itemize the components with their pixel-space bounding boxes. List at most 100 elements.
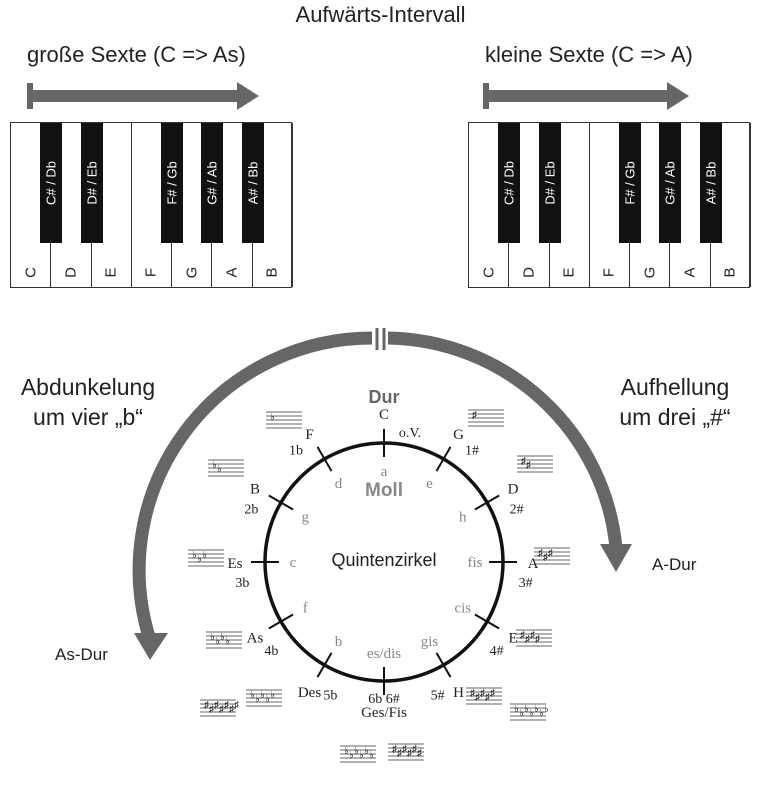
svg-text:♯: ♯ [234, 700, 239, 711]
svg-text:♯: ♯ [526, 460, 531, 471]
white-key-label: G [183, 266, 201, 279]
svg-text:♯: ♯ [521, 456, 526, 467]
svg-text:♯: ♯ [480, 688, 485, 699]
moll-key-label: e [426, 476, 433, 492]
black-key: A# / Bb [699, 123, 722, 243]
circle-tick [474, 494, 500, 511]
circle-tick [435, 652, 452, 678]
black-key: G# / Ab [659, 123, 682, 243]
svg-text:♭: ♭ [270, 690, 275, 701]
svg-text:♯: ♯ [490, 688, 495, 699]
white-key: B [711, 123, 751, 287]
circle-tick [268, 613, 294, 630]
svg-text:♯: ♯ [209, 704, 214, 715]
right-side-label: Aufhellung um drei „#“ [600, 372, 750, 432]
svg-text:♭: ♭ [519, 708, 524, 719]
white-key-label: A [681, 267, 699, 278]
brightening-arrowhead [600, 544, 632, 572]
white-key-label: D [520, 267, 538, 278]
black-key-label: G# / Ab [204, 161, 220, 205]
svg-text:♯: ♯ [525, 634, 530, 645]
right-side-line-1: Aufhellung [620, 374, 730, 400]
svg-text:♭: ♭ [255, 694, 260, 705]
dur-key-label: F [305, 427, 313, 443]
dur-key-label: Es [228, 556, 243, 572]
accidental-label: 1b [289, 443, 303, 458]
svg-text:♭: ♭ [359, 750, 364, 761]
svg-text:♯: ♯ [407, 748, 412, 759]
key-signature-staff: ♯♯♯ [534, 547, 570, 565]
moll-key-label: a [381, 464, 388, 480]
moll-key-label: f [303, 601, 308, 617]
black-key-label: C# / Db [43, 160, 59, 206]
accidental-label: 6b 6# [368, 692, 400, 707]
black-key: F# / Gb [619, 123, 642, 243]
left-side-label: Abdunkelung um vier „b“ [8, 372, 168, 432]
accidental-label: 2b [244, 502, 258, 517]
circle-tick [474, 613, 500, 630]
accidental-label: 3b [235, 576, 249, 591]
key-signature-staff: ♭♭♭♭ [206, 631, 242, 649]
dur-key-label: Des [298, 685, 321, 701]
svg-text:♯: ♯ [470, 688, 475, 699]
moll-key-label: gis [421, 634, 439, 650]
dur-label: Dur [369, 387, 400, 407]
svg-text:♭: ♭ [539, 708, 544, 719]
svg-text:♯: ♯ [219, 704, 224, 715]
svg-text:♭: ♭ [544, 704, 549, 715]
svg-text:♯: ♯ [538, 548, 543, 559]
svg-text:♭: ♭ [197, 554, 202, 565]
accidental-label: 4b [264, 644, 278, 659]
accidental-label: o.V. [399, 426, 421, 441]
circle-tick [316, 446, 333, 472]
dur-key-label: Ges/Fis [361, 705, 407, 721]
svg-text:♯: ♯ [397, 748, 402, 759]
svg-text:♭: ♭ [524, 704, 529, 715]
svg-text:♭: ♭ [270, 412, 275, 423]
moll-label: Moll [365, 480, 403, 501]
darkening-arrowhead [134, 633, 168, 660]
accidental-label: 2# [510, 502, 524, 517]
black-key: A# / Bb [241, 123, 264, 243]
left-target-label: As-Dur [55, 645, 108, 664]
key-signature-staff: ♭♭ [208, 459, 244, 477]
svg-text:♯: ♯ [520, 630, 525, 641]
key-signature-staff: ♯♯♯♯♯♯ [388, 743, 424, 761]
accidental-label: 1# [465, 443, 479, 458]
white-key-label: B [721, 267, 739, 278]
circle-center-label: Quintenzirkel [331, 550, 436, 570]
svg-text:♭: ♭ [529, 708, 534, 719]
dur-key-label: B [250, 482, 260, 498]
black-key-label: D# / Eb [542, 161, 558, 205]
white-key-label: B [263, 267, 281, 278]
svg-text:♭: ♭ [534, 704, 539, 715]
darkening-arc-arrow [132, 331, 373, 642]
circle-tick [268, 494, 294, 511]
svg-text:♭: ♭ [349, 750, 354, 761]
white-key-label: G [641, 266, 659, 279]
dur-key-label: D [508, 482, 519, 498]
accidental-label: 5b [323, 689, 337, 704]
svg-text:♭: ♭ [220, 632, 225, 643]
dur-key-label: C [379, 407, 389, 423]
svg-text:♯: ♯ [214, 700, 219, 711]
svg-text:♯: ♯ [548, 548, 553, 559]
black-key-label: A# / Bb [703, 161, 719, 205]
key-signature-staff: ♭ [266, 411, 302, 429]
black-key: D# / Eb [80, 123, 103, 243]
svg-text:♭: ♭ [212, 460, 217, 471]
svg-text:♭: ♭ [344, 746, 349, 757]
white-key: E [550, 123, 590, 287]
page-title: Aufwärts-Intervall [295, 2, 466, 27]
dur-key-label: E [508, 631, 517, 647]
key-signature-staff: ♭♭♭♭♭♭ [340, 745, 376, 763]
moll-key-label: fis [468, 555, 483, 571]
dur-key-label: A [528, 556, 539, 572]
svg-text:♯: ♯ [485, 692, 490, 703]
svg-text:♯: ♯ [472, 410, 477, 421]
white-key-label: F [600, 267, 618, 278]
white-key-label: A [223, 267, 241, 278]
key-signature-staff: ♭♭♭ [188, 549, 224, 567]
white-key: B [253, 123, 293, 287]
